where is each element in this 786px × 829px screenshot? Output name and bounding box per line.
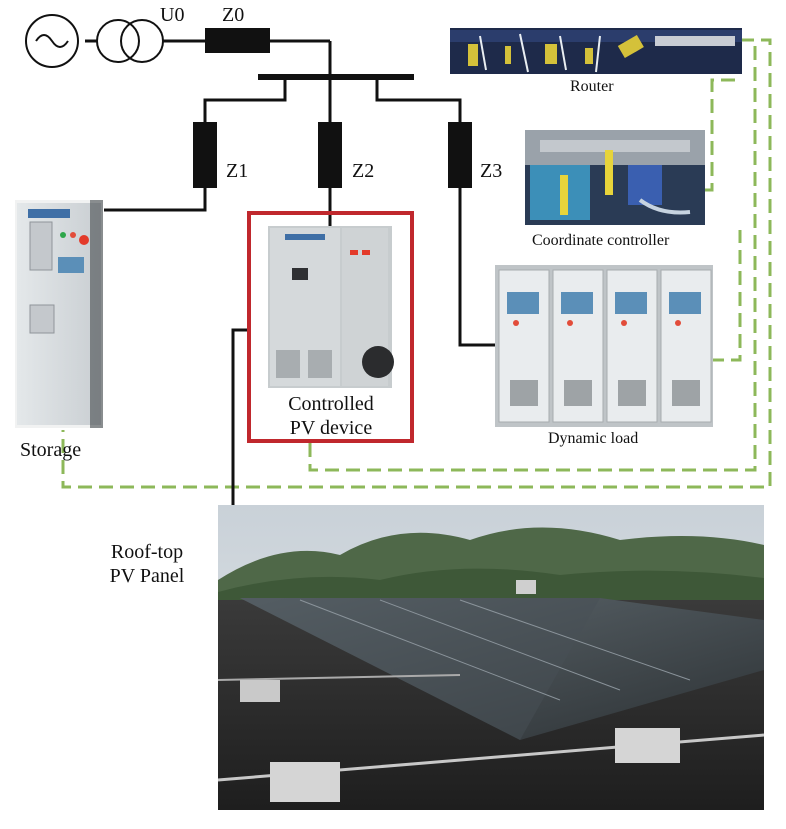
z0-label: Z0 (222, 4, 245, 26)
controlled-pv-photo (268, 226, 394, 388)
wire-z1-top (203, 77, 287, 122)
router-label: Router (570, 78, 614, 95)
source-label: U0 (160, 4, 185, 26)
storage-cabinet-photo (15, 200, 103, 428)
z3-label: Z3 (480, 160, 503, 182)
controlled-pv-label: Controlled PV device (288, 393, 374, 439)
comm-line-outer-loop (61, 38, 772, 489)
wire-z3-top (375, 77, 462, 122)
wire-pv-panel (231, 328, 248, 505)
dynamic-load-photo (495, 265, 713, 427)
power-lines (85, 39, 500, 505)
z2-label: Z2 (352, 160, 375, 182)
z0-impedance (205, 28, 270, 53)
coordinate-controller-photo (525, 130, 705, 225)
coordinate-controller-label: Coordinate controller (532, 232, 670, 249)
wire-z3-load (458, 188, 500, 347)
controlled-pv-highlight (247, 211, 414, 443)
bus-bar (258, 74, 414, 80)
z3-impedance (448, 122, 472, 188)
comm-line-controller (705, 78, 740, 192)
router-photo (450, 28, 742, 74)
z2-impedance (318, 122, 342, 188)
storage-label: Storage (20, 439, 82, 461)
pv-panel-label: Roof-top PV Panel (109, 541, 185, 587)
dynamic-load-label: Dynamic load (548, 430, 639, 447)
z1-impedance (193, 122, 217, 188)
grid-source-icon (25, 14, 79, 68)
comm-lines (61, 38, 772, 489)
z1-label: Z1 (226, 160, 249, 182)
pv-panel-photo (217, 505, 765, 810)
wire-z1-storage (104, 188, 207, 212)
transformer-icon (96, 19, 164, 63)
comm-line-load (710, 230, 742, 362)
